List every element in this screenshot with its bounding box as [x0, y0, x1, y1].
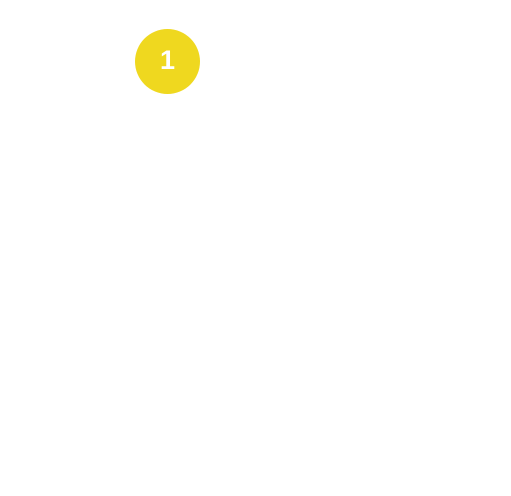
step-number: 1 — [159, 45, 176, 75]
empty-content-area — [0, 120, 511, 496]
step-number-badge: 1 — [135, 29, 200, 94]
